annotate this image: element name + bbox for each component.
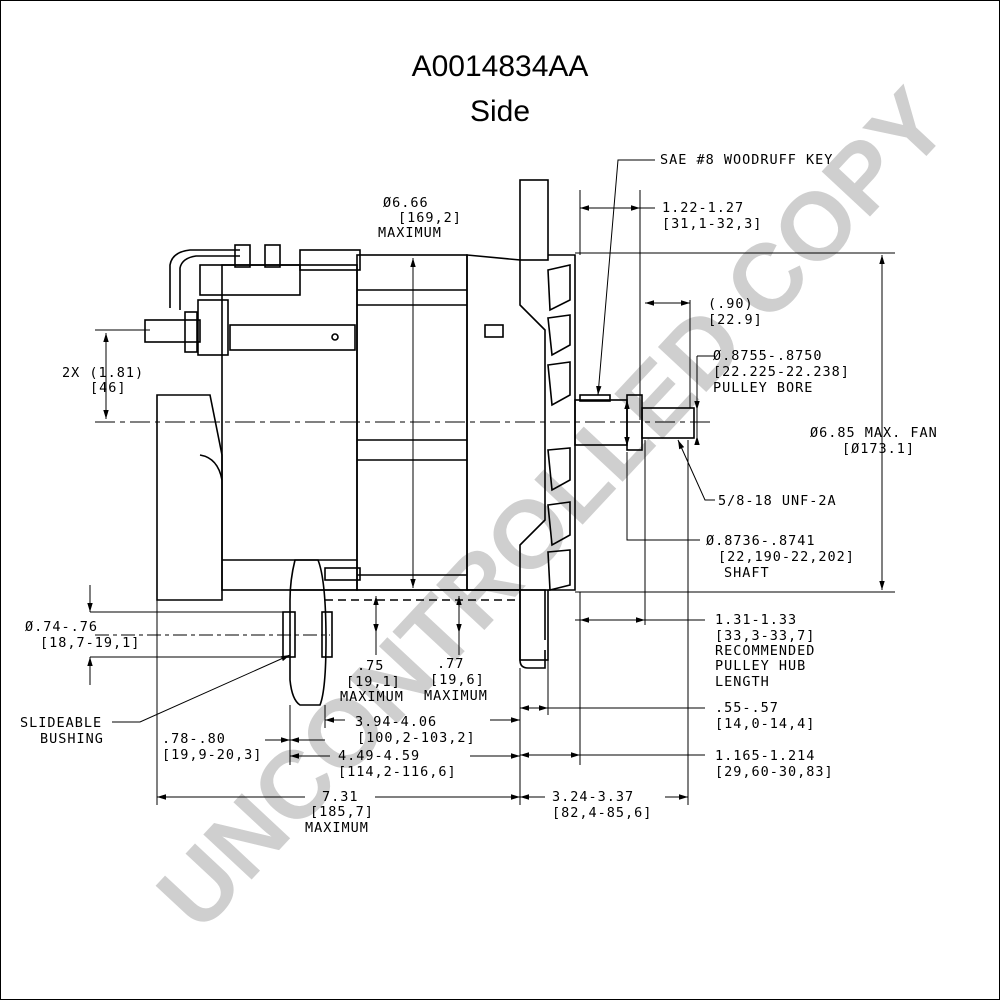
dim-hub-len-metric: [33,3-33,7]	[715, 628, 815, 644]
dim-75-metric: [19,1]	[346, 674, 401, 690]
dim-731-note: MAXIMUM	[305, 820, 369, 836]
dim-324-metric: [82,4-85,6]	[552, 805, 652, 821]
dimension-lines	[87, 159, 895, 805]
dim-449-value: 4.49-4.59	[338, 748, 420, 764]
dim-731-value: 7.31	[322, 789, 359, 805]
drawing-title: A0014834AA	[411, 50, 589, 83]
dim-pulley-bore-note: PULLEY BORE	[713, 380, 813, 396]
dim-shaft-ext-metric: [22.9]	[708, 312, 763, 328]
dim-55-metric: [14,0-14,4]	[715, 716, 815, 732]
dim-1165-metric: [29,60-30,83]	[715, 764, 834, 780]
dim-shaft-ext-value: (.90)	[708, 296, 754, 312]
dim-key-pos-metric: [31,1-32,3]	[662, 216, 762, 232]
dim-731-metric: [185,7]	[310, 804, 374, 820]
dim-pulley-bore-metric: [22.225-22.238]	[713, 364, 850, 380]
dim-hub-len-note2: PULLEY HUB	[715, 658, 806, 674]
dim-394-value: 3.94-4.06	[355, 714, 437, 730]
dimension-text: Ø6.66 [169,2] MAXIMUM SAE #8 WOODRUFF KE…	[20, 152, 938, 836]
dim-woodruff-key: SAE #8 WOODRUFF KEY	[660, 152, 833, 168]
dim-bushing-dia-value: Ø.74-.76	[25, 619, 98, 635]
dim-hub-len-value: 1.31-1.33	[715, 612, 797, 628]
dim-77-value: .77	[437, 656, 464, 672]
dim-324-value: 3.24-3.37	[552, 789, 634, 805]
dim-pulley-bore-value: Ø.8755-.8750	[713, 348, 823, 364]
dim-75-note: MAXIMUM	[340, 689, 404, 705]
dim-hub-len-note1: RECOMMENDED	[715, 643, 815, 659]
dim-77-note: MAXIMUM	[424, 688, 488, 704]
dim-55-value: .55-.57	[715, 700, 779, 716]
dim-1165-value: 1.165-1.214	[715, 748, 815, 764]
dim-key-pos-value: 1.22-1.27	[662, 200, 744, 216]
dim-body-dia-value: Ø6.66	[383, 195, 429, 211]
drawing-subtitle: Side	[469, 95, 531, 128]
dim-fan-dia-metric: [Ø173.1]	[842, 441, 915, 457]
dim-shaft-value: Ø.8736-.8741	[706, 533, 816, 549]
dim-394-metric: [100,2-103,2]	[357, 730, 476, 746]
dim-shaft-metric: [22,190-22,202]	[718, 549, 855, 565]
dim-bushing-label1: SLIDEABLE	[20, 715, 102, 731]
dim-2x-value: 2X (1.81)	[62, 365, 144, 381]
dim-2x-metric: [46]	[90, 380, 127, 396]
dim-bushing-dia-metric: [18,7-19,1]	[40, 635, 140, 651]
dim-hub-len-note3: LENGTH	[715, 674, 770, 690]
dim-77-metric: [19,6]	[430, 672, 485, 688]
dim-body-dia-metric: [169,2]	[398, 210, 462, 226]
dim-449-metric: [114,2-116,6]	[338, 764, 457, 780]
dim-78-value: .78-.80	[162, 731, 226, 747]
dim-75-value: .75	[357, 658, 384, 674]
dim-bushing-label2: BUSHING	[40, 731, 104, 747]
dim-fan-dia-value: Ø6.85 MAX. FAN	[810, 425, 938, 441]
dim-body-dia-note: MAXIMUM	[378, 225, 442, 241]
dim-78-metric: [19,9-20,3]	[162, 747, 262, 763]
dim-shaft-note: SHAFT	[724, 565, 770, 581]
dim-thread: 5/8-18 UNF-2A	[718, 493, 837, 509]
